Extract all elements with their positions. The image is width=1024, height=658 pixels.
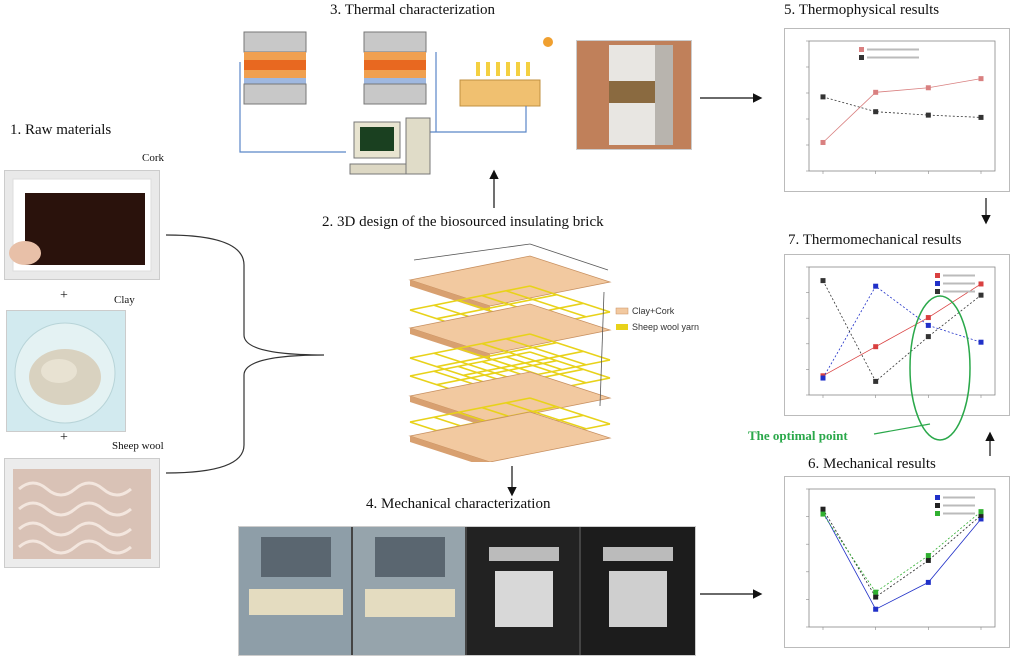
- chart-legend: [859, 47, 919, 60]
- title-3d-design: 2. 3D design of the biosourced insulatin…: [322, 214, 604, 230]
- data-point: [820, 506, 826, 512]
- clay-image: [7, 311, 125, 431]
- data-point: [873, 606, 879, 612]
- label-cork: Cork: [142, 152, 164, 164]
- data-point: [925, 322, 931, 328]
- series-line: [822, 285, 982, 379]
- legend-swatch: [935, 503, 940, 508]
- chart-mechanical: [784, 476, 1010, 648]
- plot-frame: [808, 40, 996, 172]
- series-line: [822, 508, 982, 598]
- wool-image: [5, 459, 159, 567]
- series-line: [822, 96, 982, 118]
- data-point: [978, 512, 984, 518]
- data-point: [873, 344, 879, 350]
- chart-mechanical-svg: [806, 488, 996, 630]
- data-point: [820, 278, 826, 284]
- label-sheep-wool: Sheep wool: [112, 440, 164, 452]
- brick-legend-clay: Clay+Cork: [632, 306, 675, 316]
- plus-1: +: [60, 288, 68, 303]
- legend-swatch: [859, 55, 864, 60]
- data-point: [978, 114, 984, 120]
- legend-swatch: [935, 273, 940, 278]
- title-raw-materials: 1. Raw materials: [10, 122, 112, 138]
- data-point: [925, 85, 931, 91]
- cork-image: [5, 171, 159, 279]
- thermal-setup-schematic: [239, 31, 553, 175]
- data-point: [925, 334, 931, 340]
- brick-clay-side: [410, 436, 490, 462]
- chart-thermomechanical-svg: [806, 266, 996, 398]
- data-point: [925, 579, 931, 585]
- chart-legend: [935, 273, 975, 294]
- brick-3d-design: Clay+Cork Sheep wool yarn: [408, 243, 699, 462]
- data-point: [978, 339, 984, 345]
- optimal-point-ellipse: [909, 295, 971, 441]
- legend-swatch: [935, 511, 940, 516]
- chart-thermomechanical: [784, 254, 1010, 416]
- data-point: [873, 589, 879, 595]
- data-point: [925, 553, 931, 559]
- data-point: [873, 89, 879, 95]
- data-point: [925, 315, 931, 321]
- plus-2: +: [60, 430, 68, 445]
- legend-swatch: [935, 281, 940, 286]
- series-line: [822, 78, 982, 143]
- photo-cork: [4, 170, 160, 280]
- title-thermomechanical-results: 7. Thermomechanical results: [788, 232, 962, 248]
- plot-frame: [808, 266, 996, 396]
- brick-clay-side: [410, 396, 490, 428]
- data-point: [978, 292, 984, 298]
- data-point: [978, 281, 984, 287]
- optimal-point-label: The optimal point: [748, 428, 848, 443]
- label-clay: Clay: [114, 294, 135, 306]
- data-point: [820, 139, 826, 145]
- data-point: [820, 511, 826, 517]
- legend-swatch: [859, 47, 864, 52]
- series-line: [822, 511, 982, 610]
- series-line: [822, 511, 982, 593]
- data-point: [873, 283, 879, 289]
- raw-materials-brace: [165, 234, 325, 474]
- data-point: [925, 112, 931, 118]
- series-line: [822, 280, 982, 383]
- mechanical-test-images: [239, 527, 695, 655]
- brick-wall-image: [577, 41, 691, 149]
- data-point: [873, 109, 879, 115]
- brick-clay-layer: [408, 411, 612, 462]
- data-point: [978, 76, 984, 82]
- chart-thermophysical: [784, 28, 1010, 192]
- plot-frame: [808, 488, 996, 628]
- data-point: [873, 594, 879, 600]
- chart-legend: [935, 495, 975, 516]
- legend-swatch: [935, 289, 940, 294]
- data-point: [925, 557, 931, 563]
- chart-thermophysical-svg: [806, 40, 996, 174]
- title-mechanical: 4. Mechanical characterization: [366, 496, 551, 512]
- photo-sheep-wool: [4, 458, 160, 568]
- brick-wool-grid: [409, 333, 611, 385]
- data-point: [978, 516, 984, 522]
- title-thermal: 3. Thermal characterization: [330, 2, 496, 18]
- photo-clay: [6, 310, 126, 432]
- data-point: [820, 94, 826, 100]
- title-mechanical-results: 6. Mechanical results: [808, 456, 936, 472]
- data-point: [820, 375, 826, 381]
- title-thermophysical-results: 5. Thermophysical results: [784, 2, 940, 18]
- brick-legend-wool: Sheep wool yarn: [632, 322, 699, 332]
- optimal-point-pointer: [873, 423, 931, 435]
- photo-mechanical-tests: [238, 526, 696, 656]
- data-point: [978, 509, 984, 515]
- legend-swatch: [935, 495, 940, 500]
- data-point: [873, 378, 879, 384]
- photo-brick-wall: [576, 40, 692, 150]
- series-line: [822, 283, 982, 377]
